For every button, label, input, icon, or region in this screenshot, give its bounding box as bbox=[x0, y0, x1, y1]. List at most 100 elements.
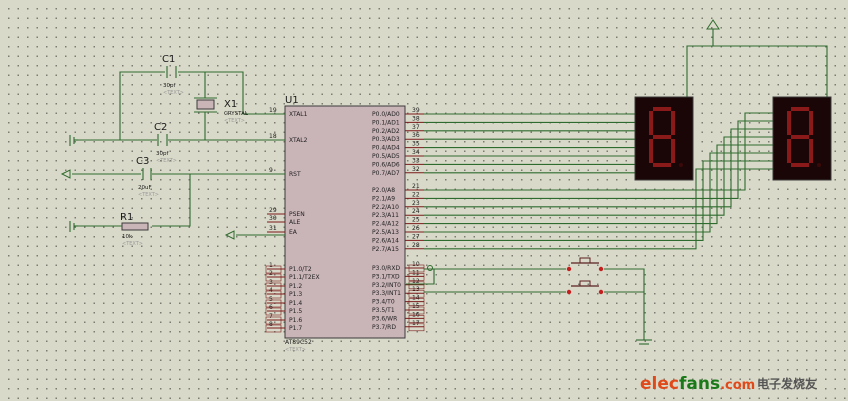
pin-number: 26 bbox=[412, 225, 420, 232]
pin-number: 4 bbox=[269, 287, 273, 294]
pin-name: P3.7/RD bbox=[372, 324, 396, 331]
pin-name: P1.3 bbox=[289, 291, 302, 298]
c1-tag: <TEXT> bbox=[163, 90, 184, 96]
mcu-pin-7[interactable]: 7P1.6 bbox=[265, 313, 302, 325]
pin-name: P0.7/AD7 bbox=[372, 170, 400, 177]
pin-number: 24 bbox=[412, 208, 420, 215]
pin-number: 30 bbox=[269, 215, 277, 222]
mcu-pin-6[interactable]: 6P1.5 bbox=[265, 304, 302, 316]
pin-number: 3 bbox=[269, 279, 273, 286]
segment-b bbox=[671, 111, 675, 135]
segment-dp bbox=[679, 163, 683, 167]
pin-number: 16 bbox=[412, 311, 420, 318]
pin-name: P3.2/INT0 bbox=[372, 282, 401, 289]
watermark-cn: 电子发烧友 bbox=[757, 376, 817, 391]
mcu-part: AT89C52 bbox=[285, 339, 312, 346]
pin-name: P0.0/AD0 bbox=[372, 111, 400, 118]
pin-name: P1.6 bbox=[289, 317, 302, 324]
mcu-body[interactable] bbox=[284, 105, 406, 339]
mcu-pin-8[interactable]: 8P1.7 bbox=[265, 321, 302, 333]
segment-a bbox=[653, 107, 671, 111]
pin-number: 39 bbox=[412, 107, 420, 114]
pin-name: P3.0/RXD bbox=[372, 265, 400, 272]
segment-b bbox=[809, 111, 813, 135]
display-digit: 8 bbox=[802, 192, 803, 194]
wire-rst-r1 bbox=[152, 174, 191, 227]
mcu-pin-2[interactable]: 2P1.1/T2EX bbox=[265, 270, 320, 282]
watermark-brand: elecfans.com bbox=[640, 374, 755, 394]
mcu-pin-4[interactable]: 4P1.3 bbox=[265, 287, 302, 299]
pin-number: 2 bbox=[269, 270, 273, 277]
c3-ref: C3 bbox=[136, 156, 149, 167]
c2-tag: <TEXT> bbox=[156, 158, 177, 164]
wire-display-common bbox=[686, 45, 828, 97]
seven-seg-display-2[interactable]: 8 bbox=[772, 96, 832, 194]
watermark-brand-prefix: elec bbox=[640, 374, 679, 394]
wire-c1-right bbox=[178, 71, 285, 115]
mcu-ref: U1 bbox=[285, 95, 299, 106]
mcu-pin-5[interactable]: 5P1.4 bbox=[265, 296, 302, 308]
seven-seg-display-1[interactable]: 8 bbox=[634, 96, 694, 194]
pin-name: P3.6/WR bbox=[372, 315, 397, 322]
segment-c bbox=[809, 139, 813, 163]
x1-crystal[interactable] bbox=[196, 99, 215, 110]
pin-name: RST bbox=[289, 171, 301, 178]
pin-number: 8 bbox=[269, 321, 273, 328]
pin-name: P3.4/T0 bbox=[372, 299, 395, 306]
wire-p2-1 bbox=[424, 120, 775, 199]
pin-name: P0.1/AD1 bbox=[372, 119, 400, 126]
x1-tag: <TEXT> bbox=[224, 118, 245, 124]
push-button-2[interactable] bbox=[566, 280, 604, 295]
pin-name: P3.5/T1 bbox=[372, 307, 395, 314]
push-button-1[interactable] bbox=[566, 257, 604, 272]
pin-name: PSEN bbox=[289, 211, 305, 218]
pin-number: 23 bbox=[412, 200, 420, 207]
mcu-pin-1[interactable]: 1P1.0/T2 bbox=[265, 262, 312, 274]
segment-g bbox=[653, 135, 671, 139]
pin-number: 38 bbox=[412, 115, 420, 122]
pin-name: P1.1/T2EX bbox=[289, 274, 320, 281]
pin-number: 18 bbox=[269, 133, 277, 140]
pin-number: 25 bbox=[412, 217, 420, 224]
wire-btn1-gnd bbox=[604, 268, 645, 340]
pin-name: XTAL2 bbox=[289, 137, 308, 144]
pin-name: P3.3/INT1 bbox=[372, 290, 401, 297]
mcu-pin-3[interactable]: 3P1.2 bbox=[265, 279, 302, 291]
pin-number: 32 bbox=[412, 166, 420, 173]
pin-name: P0.2/AD2 bbox=[372, 128, 400, 135]
watermark-logo: elecfans.com 电子发烧友 bbox=[640, 374, 817, 394]
pin-number: 21 bbox=[412, 183, 420, 190]
pin-name: P2.7/A15 bbox=[372, 246, 399, 253]
pin-name: ALE bbox=[289, 219, 300, 226]
r1-resistor[interactable] bbox=[121, 222, 149, 231]
pin-name: P3.1/TXD bbox=[372, 273, 400, 280]
pin-name: P1.2 bbox=[289, 283, 302, 290]
